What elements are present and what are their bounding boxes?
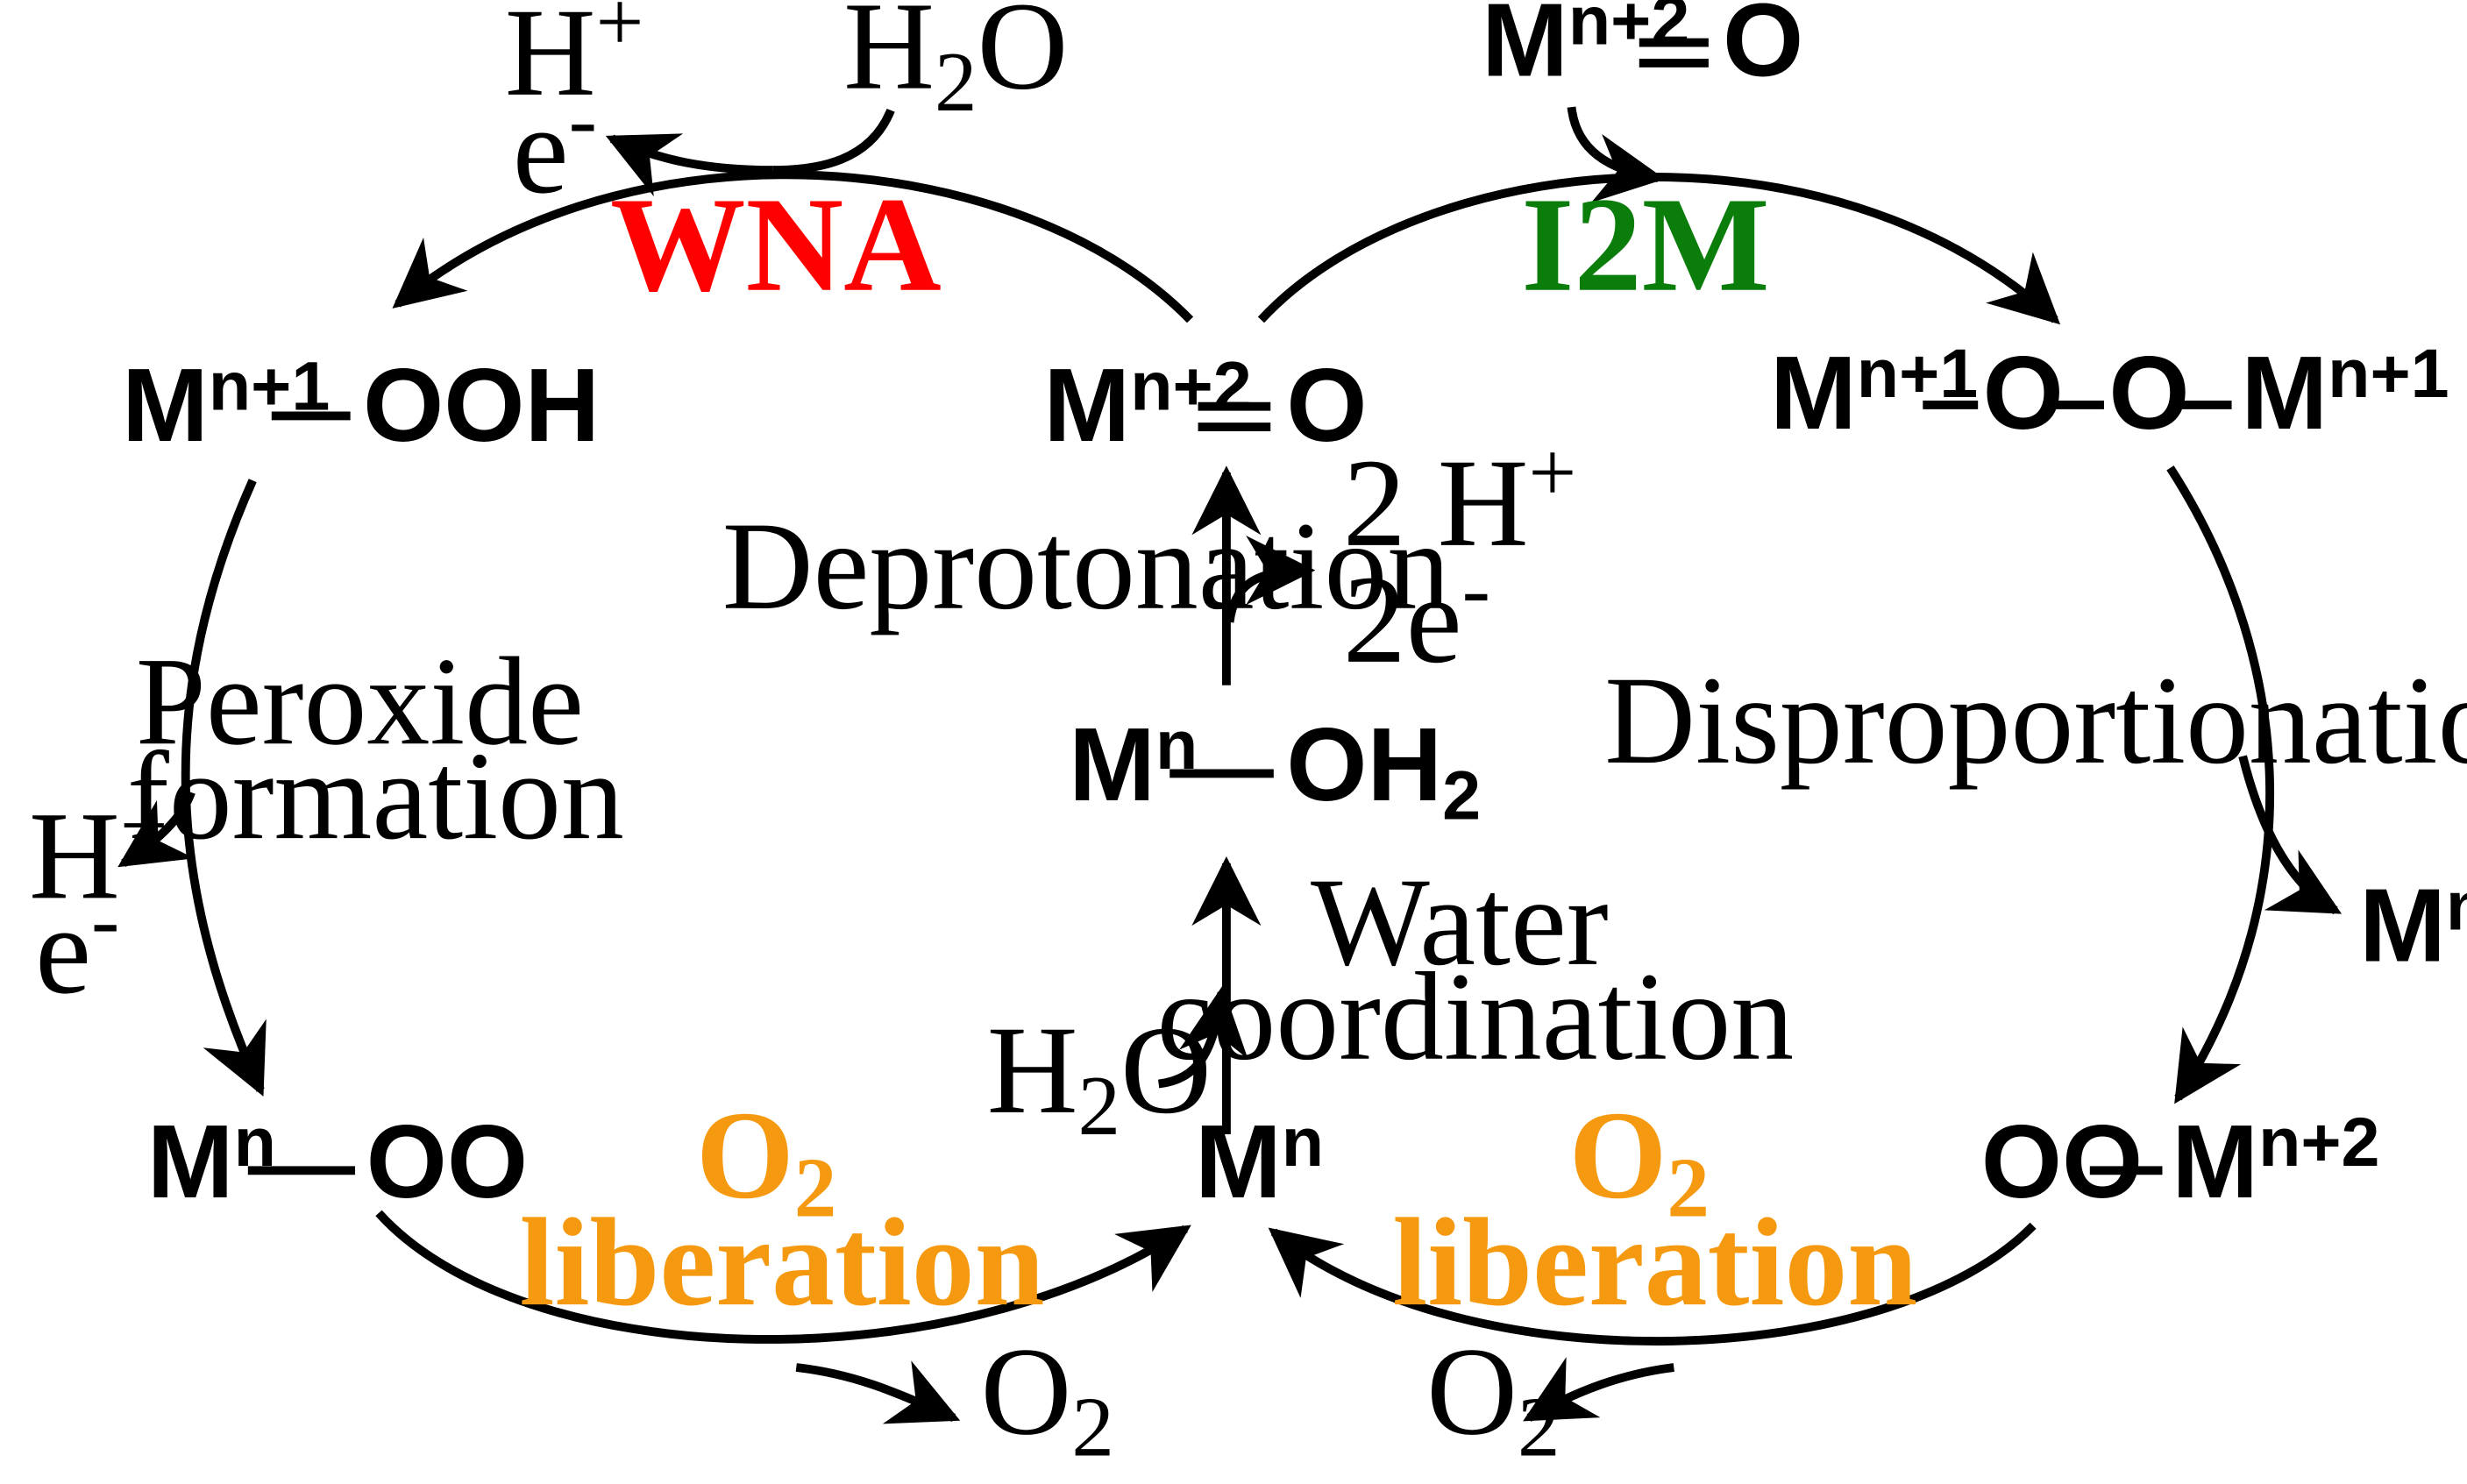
svg-text:OOH: OOH xyxy=(363,348,600,464)
i2m-label: I2M xyxy=(1521,170,1769,320)
center-oxo-species: Mn+2 O xyxy=(1043,346,1367,464)
deprotonation-label: Deprotonation xyxy=(722,497,1450,636)
proton-out-branch-center xyxy=(1225,536,1316,623)
disproportionation-label: Disproportionation xyxy=(1604,651,2467,791)
disproportionation-arrow xyxy=(2166,465,2274,1104)
svg-text:O: O xyxy=(1723,0,1803,98)
electron-top-reagent: e- xyxy=(513,73,597,220)
peroxo-right-species: OO Mn+2 xyxy=(1981,1103,2380,1220)
bare-metal-species: Mn xyxy=(1195,1103,1324,1220)
svg-text:O: O xyxy=(2108,336,2189,451)
svg-text:Mn+2: Mn+2 xyxy=(1043,346,1251,464)
proton-left-reagent: H+ xyxy=(29,778,168,926)
svg-text:O: O xyxy=(1983,336,2064,451)
svg-text:OH2: OH2 xyxy=(1286,707,1481,834)
peroxide-formation-arrow xyxy=(181,479,267,1097)
proton-top-reagent: H+ xyxy=(505,0,644,123)
svg-text:O: O xyxy=(1286,348,1367,464)
o2-left-product: O2 xyxy=(981,1322,1114,1473)
bridged-peroxo-species: Mn+1 O O Mn+1 xyxy=(1770,334,2449,451)
svg-text:Mn+1: Mn+1 xyxy=(1770,334,1978,451)
svg-text:OO: OO xyxy=(1981,1104,2144,1220)
two-proton-reagent: 2 H+ xyxy=(1343,426,1576,573)
water-in-branch xyxy=(772,108,895,175)
electron-left-reagent: e- xyxy=(35,873,119,1020)
o2-liberation-left-label: O2 liberation xyxy=(520,1086,1045,1332)
aqua-species: Mn OH2 xyxy=(1069,706,1481,834)
two-electron-reagent: 2e- xyxy=(1343,543,1490,690)
o2-out-branch-right xyxy=(1523,1357,1674,1422)
released-metal-species: Mn xyxy=(2359,866,2467,983)
o2-out-branch-left xyxy=(795,1360,961,1424)
top-oxo-species: Mn+2 O xyxy=(1482,0,1803,98)
peroxo-left-species: Mn OO xyxy=(147,1103,528,1220)
h2o-center-reagent: H2O xyxy=(987,1001,1212,1153)
wna-arc-arrow xyxy=(392,170,1194,323)
o2-right-product: O2 xyxy=(1426,1322,1560,1473)
svg-text:Mn: Mn xyxy=(1069,706,1198,823)
o2-liberation-left-arrow xyxy=(375,1210,1191,1344)
svg-text:Mn+2: Mn+2 xyxy=(1482,0,1689,98)
o2-liberation-right-arrow xyxy=(1268,1222,2037,1346)
arrows xyxy=(117,106,2343,1424)
h2o-top-reagent: H2O xyxy=(843,0,1068,129)
water-coordination-label: Water coordination xyxy=(1157,853,1795,1087)
svg-text:Mn: Mn xyxy=(147,1103,276,1220)
hydroperoxo-species: Mn+1 OOH xyxy=(122,346,600,464)
peroxide-formation-label: Peroxide formation xyxy=(127,632,624,866)
metal-out-branch-right xyxy=(2238,755,2343,915)
svg-text:OO: OO xyxy=(366,1104,529,1220)
proton-out-branch-top xyxy=(605,133,773,197)
o2-liberation-right-label: O2 liberation xyxy=(1392,1086,1917,1332)
water-in-branch-center xyxy=(1157,985,1248,1089)
proton-out-branch-left xyxy=(117,791,196,868)
svg-text:Mn+1: Mn+1 xyxy=(122,346,330,464)
svg-text:Mn+2: Mn+2 xyxy=(2172,1103,2379,1220)
svg-text:Mn+1: Mn+1 xyxy=(2241,334,2449,451)
oxo-in-branch xyxy=(1567,106,1666,203)
wna-label: WNA xyxy=(610,170,942,320)
